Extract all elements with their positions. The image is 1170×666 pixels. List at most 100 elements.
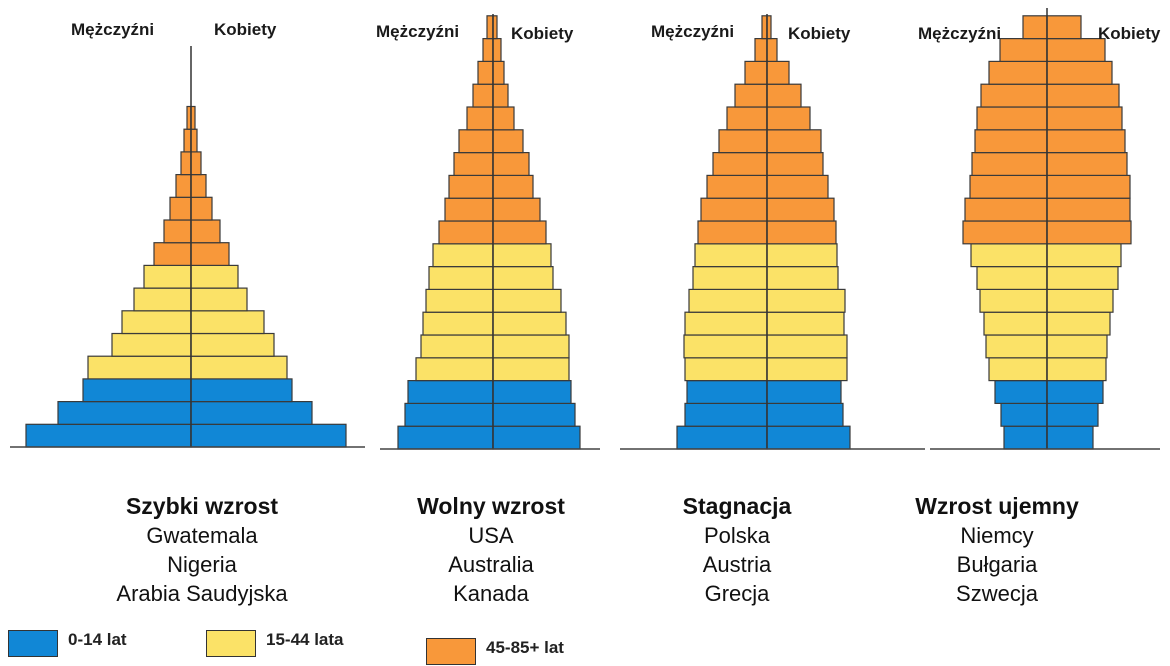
bar-female bbox=[766, 288, 846, 313]
country-name: Bułgaria bbox=[956, 552, 1038, 577]
legend-item-15-44: 15-44 lata bbox=[206, 630, 344, 657]
bar-female bbox=[1046, 266, 1119, 291]
bar-male bbox=[428, 266, 494, 291]
bar-male bbox=[976, 266, 1048, 291]
caption-slow-growth: Wolny wzrost USA Australia Kanada bbox=[361, 492, 621, 608]
bar-male bbox=[985, 334, 1048, 359]
bar-male bbox=[415, 357, 494, 382]
legend-label: 15-44 lata bbox=[266, 630, 344, 649]
country-name: Australia bbox=[448, 552, 534, 577]
bar-male bbox=[706, 174, 768, 199]
bar-male bbox=[988, 357, 1048, 382]
bar-male bbox=[684, 311, 768, 336]
bar-male bbox=[692, 266, 768, 291]
male-label-4: Mężczyźni bbox=[918, 24, 1002, 43]
bar-female bbox=[766, 357, 848, 382]
pyramid-4 bbox=[930, 8, 1160, 450]
bar-female bbox=[766, 334, 848, 359]
bar-female bbox=[1046, 220, 1132, 245]
bar-male bbox=[482, 37, 494, 62]
pyramid-3 bbox=[620, 14, 925, 450]
bar-male bbox=[453, 152, 494, 177]
bar-male bbox=[676, 425, 768, 450]
bar-male bbox=[976, 106, 1048, 131]
pyramid-1 bbox=[10, 46, 365, 448]
caption-rapid-growth: Szybki wzrost Gwatemala Nigeria Arabia S… bbox=[72, 492, 332, 608]
bar-male bbox=[979, 288, 1048, 313]
bar-male bbox=[684, 402, 768, 427]
bar-male bbox=[458, 129, 494, 154]
caption-title: Wolny wzrost bbox=[417, 493, 565, 519]
bar-male bbox=[969, 174, 1048, 199]
bar-male bbox=[420, 334, 494, 359]
bar-female bbox=[492, 220, 547, 245]
bar-female bbox=[1046, 152, 1128, 177]
bar-female bbox=[766, 152, 824, 177]
bar-male bbox=[466, 106, 494, 131]
bar-male bbox=[1003, 425, 1048, 450]
bar-male bbox=[988, 60, 1048, 85]
bar-male bbox=[700, 197, 768, 222]
bar-female bbox=[190, 264, 239, 289]
country-name: Szwecja bbox=[956, 581, 1038, 606]
bar-female bbox=[492, 174, 534, 199]
bar-female bbox=[1046, 15, 1082, 40]
legend-label: 0-14 lat bbox=[68, 630, 127, 649]
legend-swatch-yellow bbox=[206, 630, 256, 657]
bar-male bbox=[1000, 402, 1048, 427]
bar-male bbox=[697, 220, 768, 245]
caption-title: Szybki wzrost bbox=[125, 493, 279, 519]
bar-male bbox=[486, 15, 494, 40]
country-name: Polska bbox=[703, 523, 771, 548]
bar-male bbox=[422, 311, 494, 336]
bar-female bbox=[766, 174, 829, 199]
bar-male bbox=[169, 196, 192, 221]
caption-negative-growth: Wzrost ujemny Niemcy Bułgaria Szwecja bbox=[867, 492, 1127, 608]
country-name: Arabia Saudyjska bbox=[116, 581, 288, 606]
bar-male bbox=[183, 128, 192, 153]
country-name: Kanada bbox=[453, 581, 529, 606]
bar-female bbox=[1046, 402, 1099, 427]
legend-item-0-14: 0-14 lat bbox=[8, 630, 127, 657]
bar-female bbox=[190, 196, 213, 221]
bar-male bbox=[980, 83, 1048, 108]
bar-male bbox=[477, 60, 494, 85]
bar-female bbox=[190, 287, 248, 312]
bar-female bbox=[766, 243, 838, 268]
bar-female bbox=[492, 425, 581, 450]
male-label-3: Mężczyźni bbox=[651, 22, 735, 41]
bar-female bbox=[766, 60, 790, 85]
bar-female bbox=[1046, 83, 1120, 108]
bar-female bbox=[492, 334, 570, 359]
bar-male bbox=[754, 37, 768, 62]
bar-male bbox=[734, 83, 768, 108]
pyramid-2 bbox=[380, 14, 600, 450]
bar-male bbox=[983, 311, 1048, 336]
bar-male bbox=[82, 378, 192, 403]
bar-male bbox=[688, 288, 768, 313]
bar-male bbox=[87, 355, 192, 380]
country-name: Grecja bbox=[704, 581, 770, 606]
country-name: Gwatemala bbox=[146, 523, 258, 548]
bar-female bbox=[492, 83, 509, 108]
bar-male bbox=[111, 332, 192, 357]
bar-male bbox=[175, 174, 192, 198]
bar-female bbox=[766, 197, 835, 222]
bar-male bbox=[683, 334, 768, 359]
bar-female bbox=[766, 402, 844, 427]
bar-female bbox=[766, 37, 778, 62]
female-label-4: Kobiety bbox=[1098, 24, 1161, 43]
bar-male bbox=[686, 380, 768, 405]
female-label-2: Kobiety bbox=[511, 24, 574, 43]
bar-male bbox=[133, 287, 192, 312]
bar-female bbox=[1046, 174, 1131, 199]
legend-swatch-orange bbox=[426, 638, 476, 665]
bar-female bbox=[1046, 380, 1104, 405]
bar-female bbox=[766, 220, 837, 245]
country-name: Nigeria bbox=[167, 552, 237, 577]
bar-female bbox=[492, 197, 541, 222]
bar-female bbox=[492, 37, 502, 62]
bar-male bbox=[397, 425, 494, 450]
bar-female bbox=[766, 83, 802, 108]
